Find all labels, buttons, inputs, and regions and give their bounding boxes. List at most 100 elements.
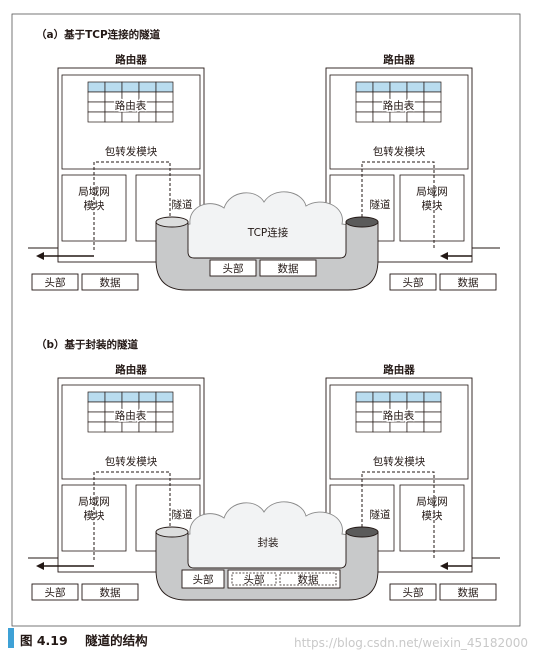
- panel-b-left-router-routing-table-cell: [138, 421, 157, 433]
- watermark: https://blog.csdn.net/weixin_45182000: [293, 636, 528, 650]
- panel-b-right-packet-data-label: 数据: [458, 586, 479, 599]
- panel-b-left-router-routing-table-cell: [138, 391, 157, 403]
- panel-b-right-router-tunnel-label: 隧道: [370, 508, 391, 521]
- panel-a-right-router-lan-module-label-2: 模块: [422, 200, 443, 212]
- panel-a-right-router-routing-table-cell: [423, 91, 442, 103]
- panel-b-right-router-lan-module-label-2: 模块: [422, 510, 443, 522]
- panel-a-inner-packet-header-box: [209, 259, 257, 277]
- panel-a-right-arrow-head: [440, 252, 448, 260]
- panel-a-tunnel-pipe-left-mouth: [155, 216, 189, 228]
- panel-a-left-packet-header-label: 头部: [45, 276, 66, 289]
- panel-b-encapsulated-header-box: [231, 572, 277, 586]
- panel-a-right-router-routing-table-cell: [355, 81, 374, 93]
- panel-a-left-router-title: 路由器: [115, 53, 147, 66]
- panel-b-left-packet-data-box: [81, 583, 139, 601]
- panel-a-left-router-forward-module-label: 包转发模块: [105, 145, 158, 158]
- panel-b-tunnel-pipe-right-mouth: [345, 526, 379, 538]
- panel-b-right-router-routing-table-cell: [389, 421, 408, 433]
- panel-a-right-router-forward-module-label: 包转发模块: [373, 145, 426, 158]
- panel-b-right-packet-data-box: [439, 583, 497, 601]
- panel-b-right-router-routing-table-cell: [355, 411, 374, 423]
- panel-b-right-router-routing-table-cell: [423, 421, 442, 433]
- panel-a-right-router-routing-table-cell: [406, 111, 425, 123]
- panel-b-right-router-routing-table-cell: [389, 391, 408, 403]
- panel-a: （a）基于TCP连接的隧道路由器路由表包转发模块局域网模块隧道路由器路由表包转发…: [28, 28, 500, 291]
- panel-b-right-router-routing-table-cell: [355, 421, 374, 433]
- panel-a-left-packet-header-box: [31, 273, 79, 291]
- panel-b-right-router-routing-table-label: 路由表: [383, 409, 415, 422]
- panel-b-left-packet-header-label: 头部: [45, 586, 66, 599]
- panel-a-right-router-routing-table-cell: [355, 101, 374, 113]
- panel-a-right-router-routing-table-cell: [406, 81, 425, 93]
- panel-a-left-router-routing-table-cell: [87, 81, 106, 93]
- caption-title: 隧道的结构: [85, 633, 148, 648]
- panel-b-right-router-routing-table-cell: [355, 401, 374, 413]
- panel-a-inner-packet-data-box: [259, 259, 317, 277]
- panel-a-right-router-tunnel-label: 隧道: [370, 198, 391, 211]
- panel-b-left-router-routing-table-cell: [155, 401, 174, 413]
- panel-b-encapsulated-data-label: 数据: [298, 573, 319, 586]
- panel-a-left-arrow-head: [36, 252, 44, 260]
- panel-a-left-router-routing-table-cell: [104, 81, 123, 93]
- figure-frame: [11, 13, 521, 627]
- panel-b-cloud-label: 封装: [258, 536, 279, 549]
- panel-b-heading: （b）基于封装的隧道: [36, 338, 139, 351]
- figure-caption: 图 4.19 隧道的结构: [20, 630, 148, 649]
- panel-b-encapsulated-data-box: [279, 572, 337, 586]
- panel-a-right-router-routing-table-cell: [355, 111, 374, 123]
- panel-b-right-router-routing-table-cell: [355, 391, 374, 403]
- panel-b-encapsulated-box: [227, 569, 341, 589]
- panel-b-right-router-routing-table-cell: [372, 391, 391, 403]
- panel-a-cloud-label: TCP连接: [247, 226, 289, 239]
- panel-a-left-router-routing-table-cell: [87, 91, 106, 103]
- caption-accent-bar: [8, 628, 14, 648]
- panel-b-right-router-routing-table-cell: [406, 391, 425, 403]
- panel-a-left-router-lan-module-label-2: 模块: [84, 200, 105, 212]
- panel-b-right-router-title: 路由器: [383, 363, 415, 376]
- panel-b-left-router-routing-table-cell: [104, 421, 123, 433]
- panel-b-outer-header-label: 头部: [193, 573, 214, 586]
- panel-b-tunnel-pipe-left-mouth: [155, 526, 189, 538]
- panel-a-right-router-lan-module: [399, 174, 465, 242]
- panel-a-heading: （a）基于TCP连接的隧道: [36, 28, 161, 41]
- panel-a-tunnel-pipe-right-mouth: [345, 216, 379, 228]
- panel-b-left-router-lan-module-label-1: 局域网: [78, 495, 110, 508]
- panel-b-right-arrow-head: [440, 562, 448, 570]
- panel-a-left-router-routing-table-cell: [121, 81, 140, 93]
- panel-b-left-router-routing-table-cell: [104, 391, 123, 403]
- panel-a-right-router-routing-table-cell: [389, 81, 408, 93]
- panel-a-right-packet-data-box: [439, 273, 497, 291]
- panel-a-inner-packet-header-label: 头部: [223, 262, 244, 275]
- panel-a-left-router-routing-table-cell: [87, 111, 106, 123]
- panel-a-left-router-routing-table-cell: [155, 81, 174, 93]
- panel-a-right-router-routing-table-cell: [423, 101, 442, 113]
- panel-b-left-router-title: 路由器: [115, 363, 147, 376]
- panel-a-right-router-routing-table-cell: [423, 111, 442, 123]
- panel-b-right-packet-header-label: 头部: [403, 586, 424, 599]
- panel-b-left-arrow-head: [36, 562, 44, 570]
- panel-a-right-router-routing-table-cell: [372, 111, 391, 123]
- panel-b-right-router-lan-module: [399, 484, 465, 552]
- panel-a-right-router-routing-table-label: 路由表: [383, 99, 415, 112]
- panel-b-right-router-routing-table-cell: [372, 421, 391, 433]
- caption-number: 图 4.19: [20, 633, 68, 648]
- panel-b-left-router-routing-table-cell: [121, 391, 140, 403]
- panel-b-left-packet-path: [93, 471, 171, 560]
- panel-b-left-packet-data-label: 数据: [100, 586, 121, 599]
- panel-b-left-router-lan-module-label-2: 模块: [84, 510, 105, 522]
- panel-b-left-router-routing-table-cell: [155, 411, 174, 423]
- panel-a-left-router-routing-table-cell: [121, 111, 140, 123]
- panel-b-right-packet-header-box: [389, 583, 437, 601]
- panel-a-left-router-routing-table-cell: [138, 111, 157, 123]
- panel-b-right-router-lan-module-label-1: 局域网: [416, 495, 448, 508]
- panel-a-left-packet-data-label: 数据: [100, 276, 121, 289]
- panel-a-left-packet-data-box: [81, 273, 139, 291]
- panel-b-right-router-routing-table-cell: [423, 391, 442, 403]
- panel-a-right-router-routing-table-cell: [389, 111, 408, 123]
- panel-a-inner-packet-data-label: 数据: [278, 262, 299, 275]
- panel-a-left-router-routing-table-cell: [138, 81, 157, 93]
- panel-b-left-router-routing-table-cell: [121, 421, 140, 433]
- panel-a-right-packet-header-box: [389, 273, 437, 291]
- panel-a-right-router-routing-table-cell: [355, 91, 374, 103]
- panel-b-left-router-routing-table-cell: [87, 411, 106, 423]
